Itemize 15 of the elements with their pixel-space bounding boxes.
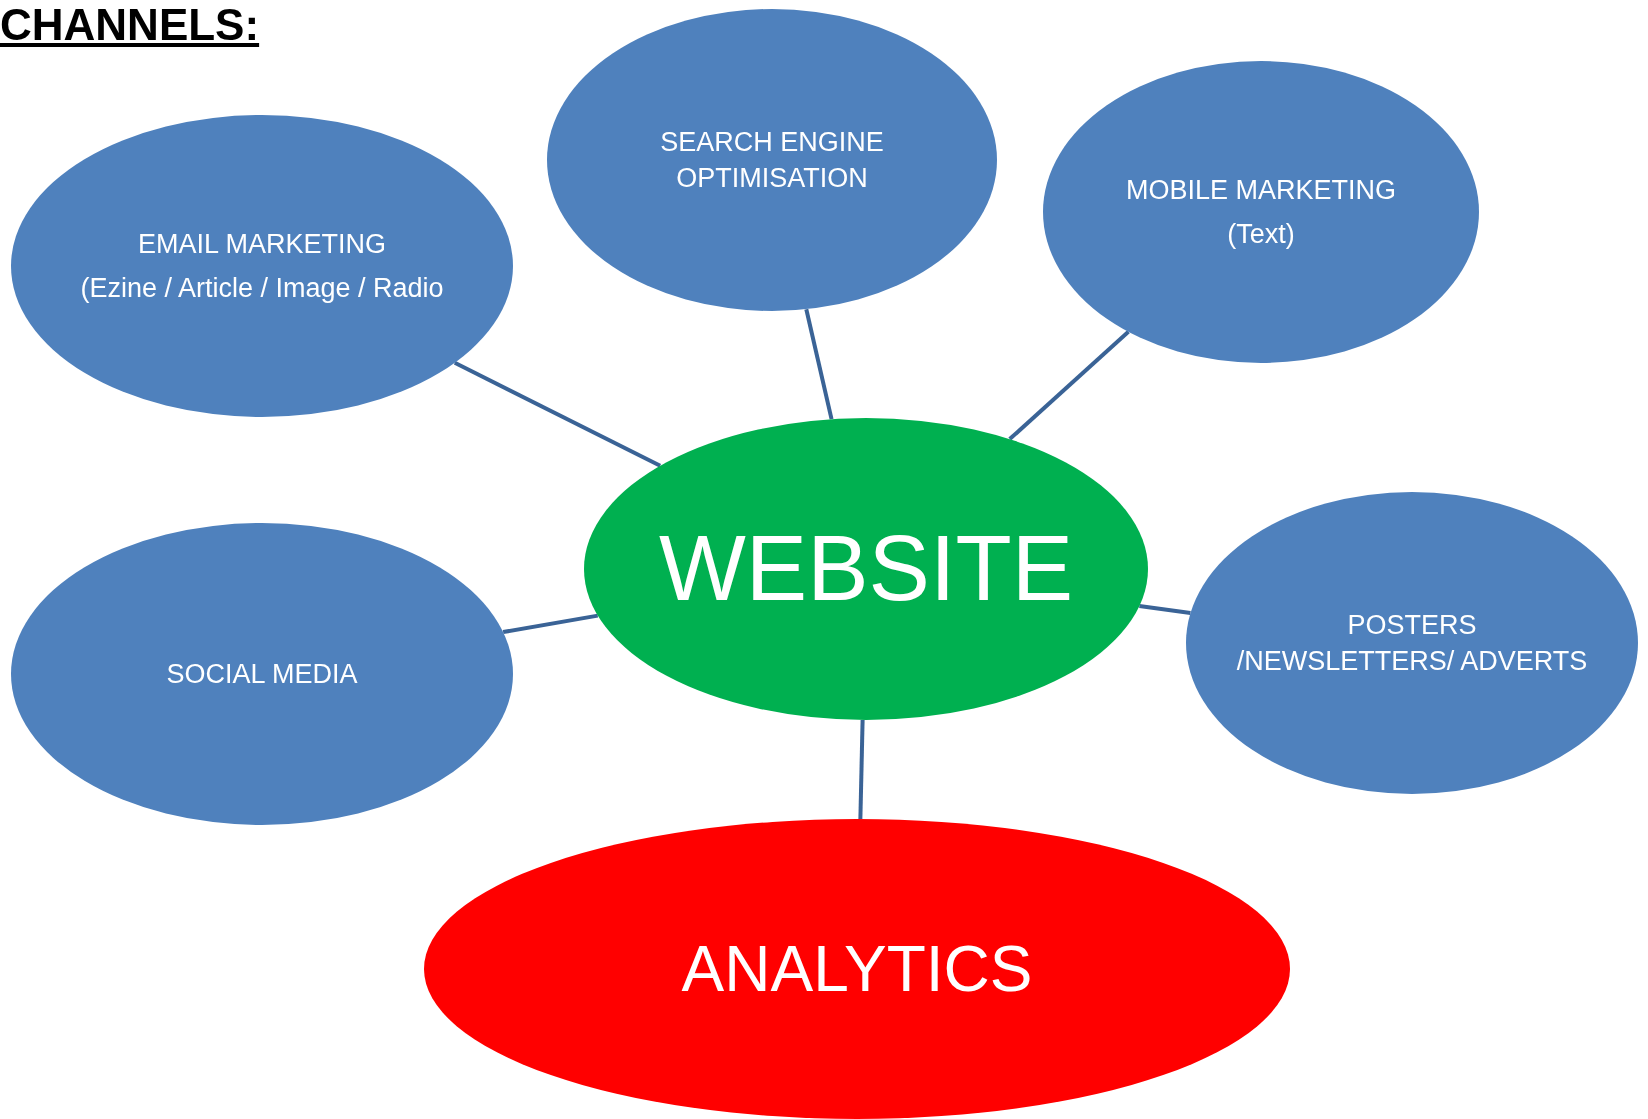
connector-line	[502, 613, 599, 635]
connector-line	[858, 719, 865, 820]
connector-line	[804, 308, 834, 420]
node-label: SOCIAL MEDIA	[166, 657, 358, 691]
connector-line	[453, 360, 662, 468]
node-label: SEARCH ENGINE OPTIMISATION	[659, 125, 885, 195]
node-label: ANALYTICS	[681, 933, 1033, 1005]
connector-line	[1008, 330, 1130, 441]
node-label: WEBSITE	[658, 518, 1073, 620]
node-label: MOBILE MARKETING	[1125, 173, 1396, 207]
node-label: (Ezine / Article / Image / Radio	[80, 272, 444, 305]
node-label: (Text)	[1227, 218, 1295, 251]
node-label: EMAIL MARKETING	[137, 227, 386, 261]
title: CHANNELS:	[0, 0, 260, 50]
node-label: POSTERS /NEWSLETTERS/ ADVERTS	[1236, 608, 1588, 678]
